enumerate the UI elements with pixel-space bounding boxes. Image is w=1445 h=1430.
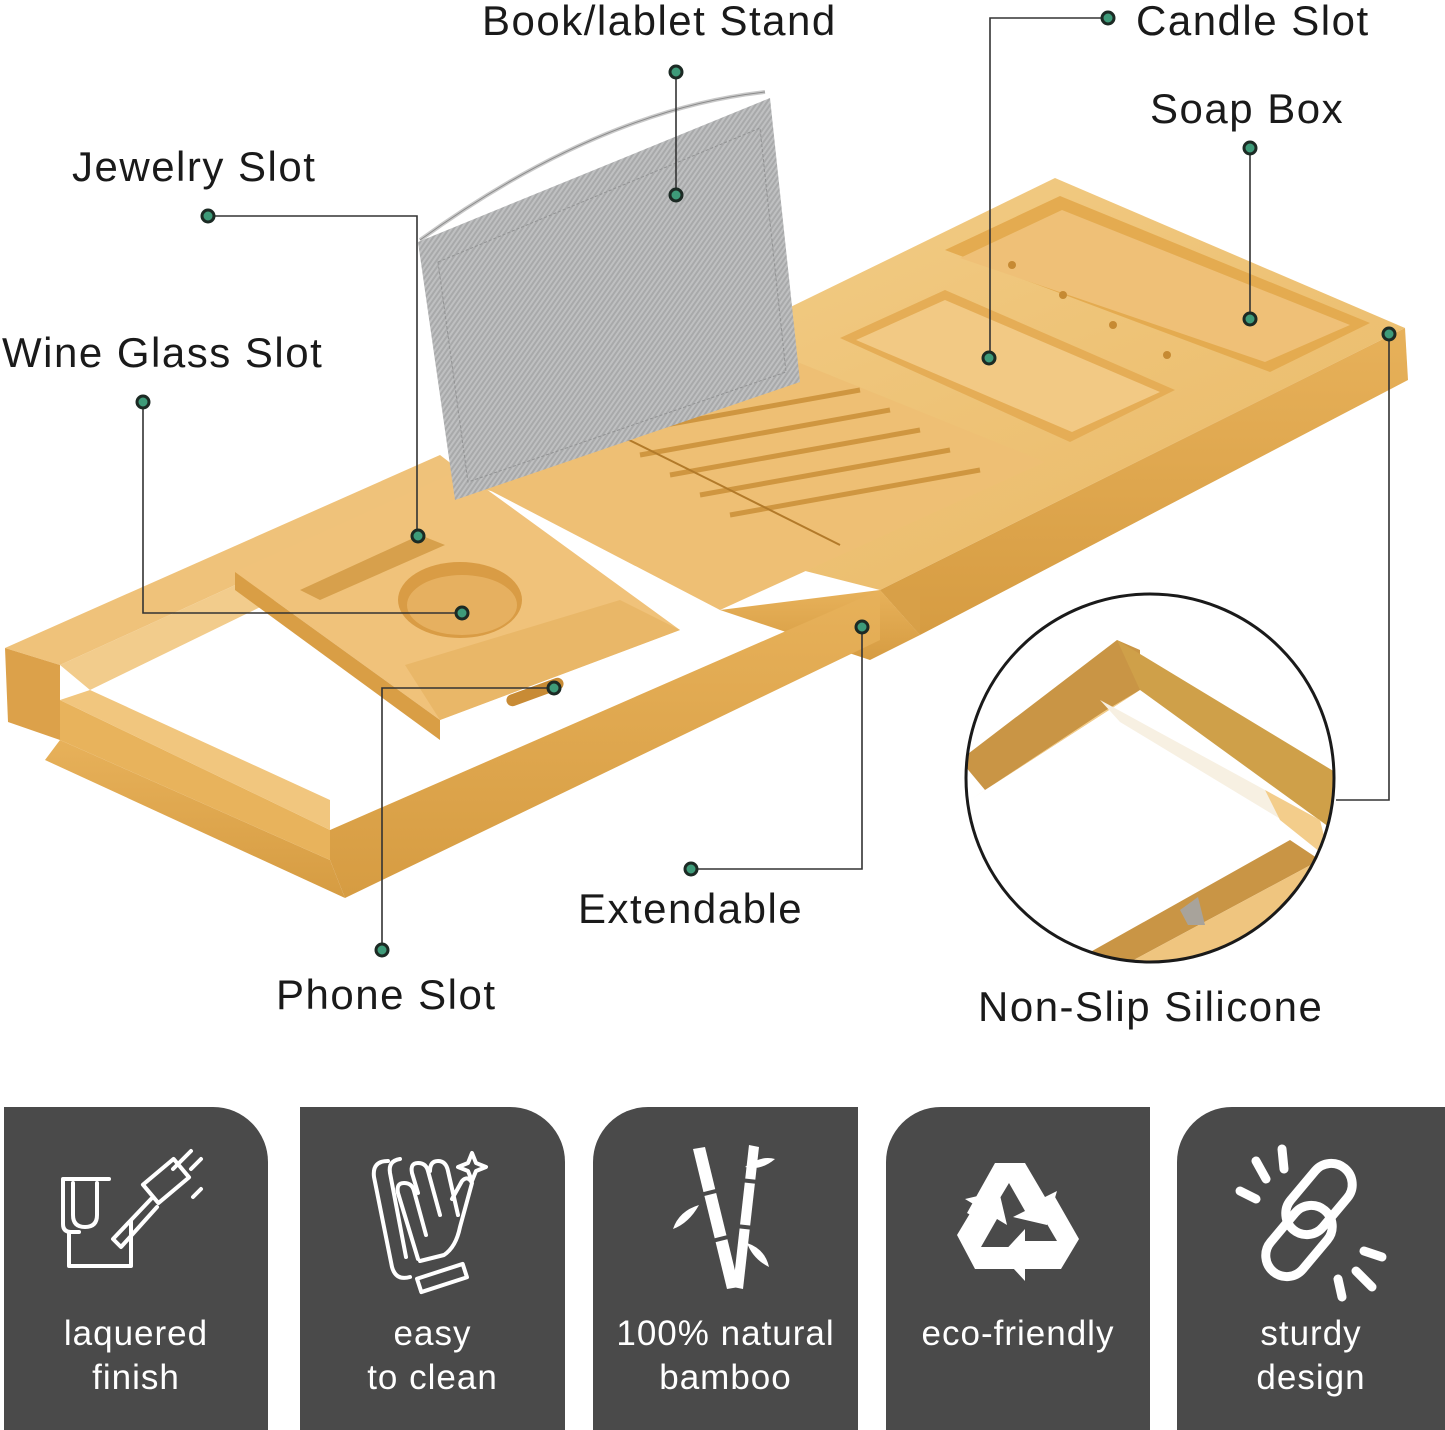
feature-line1: easy bbox=[393, 1314, 472, 1353]
dot-extendable bbox=[854, 619, 870, 635]
dot-wine-slot bbox=[454, 605, 470, 621]
cleaning-glove-icon bbox=[371, 1151, 488, 1295]
feature-card-natural-bamboo: 100% natural bamboo bbox=[593, 1107, 858, 1430]
label-soap-box: Soap Box bbox=[1150, 85, 1345, 132]
feature-line1: 100% natural bbox=[616, 1314, 835, 1353]
label-extendable: Extendable bbox=[578, 885, 804, 932]
label-candle-slot: Candle Slot bbox=[1136, 0, 1370, 44]
dot-silicone bbox=[1381, 326, 1397, 342]
leader-lines bbox=[142, 17, 1390, 950]
dot-soap-box bbox=[1242, 311, 1258, 327]
dot-phone-slot bbox=[546, 680, 562, 696]
feature-line1: laquered bbox=[63, 1314, 209, 1353]
dot-book-stand-top bbox=[668, 64, 684, 80]
paint-roller-icon bbox=[61, 1149, 203, 1268]
callout-dots bbox=[135, 10, 1397, 958]
book-stand bbox=[418, 90, 800, 500]
dot-phone-label bbox=[374, 942, 390, 958]
dot-extendable-label bbox=[683, 861, 699, 877]
bamboo-icon bbox=[672, 1145, 775, 1289]
bath-caddy-illustration bbox=[5, 10, 1408, 964]
dot-candle-label bbox=[1100, 10, 1116, 26]
label-jewelry-slot: Jewelry Slot bbox=[72, 143, 317, 190]
feature-card-eco-friendly: eco-friendly bbox=[886, 1107, 1150, 1430]
label-wine-glass-slot: Wine Glass Slot bbox=[2, 329, 324, 376]
feature-card-laquered-finish: laquered finish bbox=[4, 1107, 268, 1430]
dot-jewelry-label bbox=[200, 208, 216, 224]
dot-soap-label bbox=[1242, 140, 1258, 156]
feature-line2: finish bbox=[92, 1358, 180, 1397]
recycle-icon bbox=[957, 1163, 1079, 1281]
dot-jewelry-slot bbox=[410, 528, 426, 544]
silicone-detail-zoom bbox=[966, 594, 1334, 962]
label-non-slip-silicone: Non-Slip Silicone bbox=[978, 983, 1324, 1030]
label-phone-slot: Phone Slot bbox=[276, 971, 497, 1018]
feature-line1: sturdy bbox=[1260, 1314, 1362, 1353]
dot-candle-slot bbox=[981, 350, 997, 366]
feature-line2: design bbox=[1256, 1358, 1366, 1397]
feature-line2: to clean bbox=[367, 1358, 498, 1397]
feature-line2: bamboo bbox=[659, 1358, 792, 1397]
feature-card-sturdy-design: sturdy design bbox=[1177, 1107, 1445, 1430]
tray-left-frame bbox=[5, 455, 880, 898]
feature-card-easy-to-clean: easy to clean bbox=[300, 1107, 565, 1430]
dot-book-stand bbox=[668, 187, 684, 203]
label-book-tablet-stand: Book/lablet Stand bbox=[482, 0, 837, 44]
chain-link-icon bbox=[1235, 1144, 1387, 1302]
feature-line1: eco-friendly bbox=[921, 1314, 1115, 1353]
dot-wine-label bbox=[135, 394, 151, 410]
